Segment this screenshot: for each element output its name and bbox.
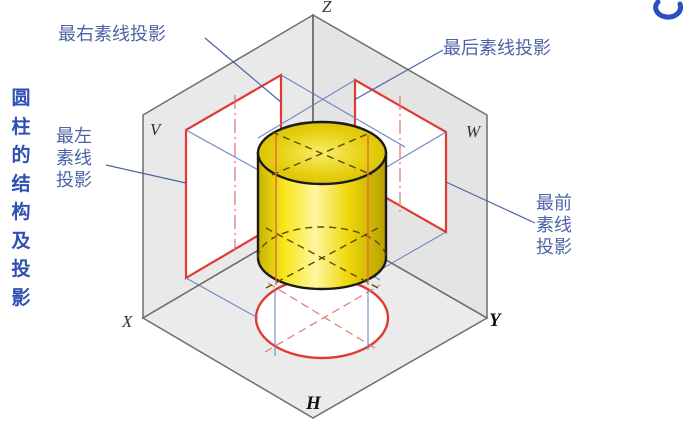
label-line: 最左 <box>56 126 92 147</box>
vertical-title: 圆 柱 的 结 构 及 投 影 <box>8 84 34 312</box>
axis-z-label: Z <box>322 0 332 16</box>
title-char: 影 <box>11 286 31 309</box>
title-char: 构 <box>11 201 31 223</box>
label-line: 投影 <box>536 237 572 258</box>
label-rightmost-generator: 最右素线投影 <box>58 24 166 45</box>
plane-w-label: W <box>466 122 481 141</box>
label-rearmost-generator: 最后素线投影 <box>443 38 551 59</box>
axis-x-label: X <box>122 312 133 331</box>
plane-v-label: V <box>150 120 161 139</box>
leader-lines <box>105 37 536 224</box>
label-line: 投影 <box>56 170 92 191</box>
title-char: 柱 <box>11 115 31 138</box>
label-line: 素线 <box>56 148 92 169</box>
label-frontmost-generator: 最前 素线 投影 <box>536 193 572 259</box>
title-char: 的 <box>11 144 31 166</box>
label-line: 素线 <box>536 215 572 236</box>
title-char: 投 <box>11 258 31 280</box>
label-leftmost-generator: 最左 素线 投影 <box>56 126 92 192</box>
logo-icon <box>653 0 683 20</box>
label-line: 最前 <box>536 193 572 214</box>
plane-h-label: H <box>306 393 321 414</box>
title-char: 结 <box>11 172 31 195</box>
axis-y-label: Y <box>489 310 501 331</box>
cylinder <box>256 120 388 291</box>
title-char: 圆 <box>11 87 31 109</box>
title-char: 及 <box>11 229 31 252</box>
